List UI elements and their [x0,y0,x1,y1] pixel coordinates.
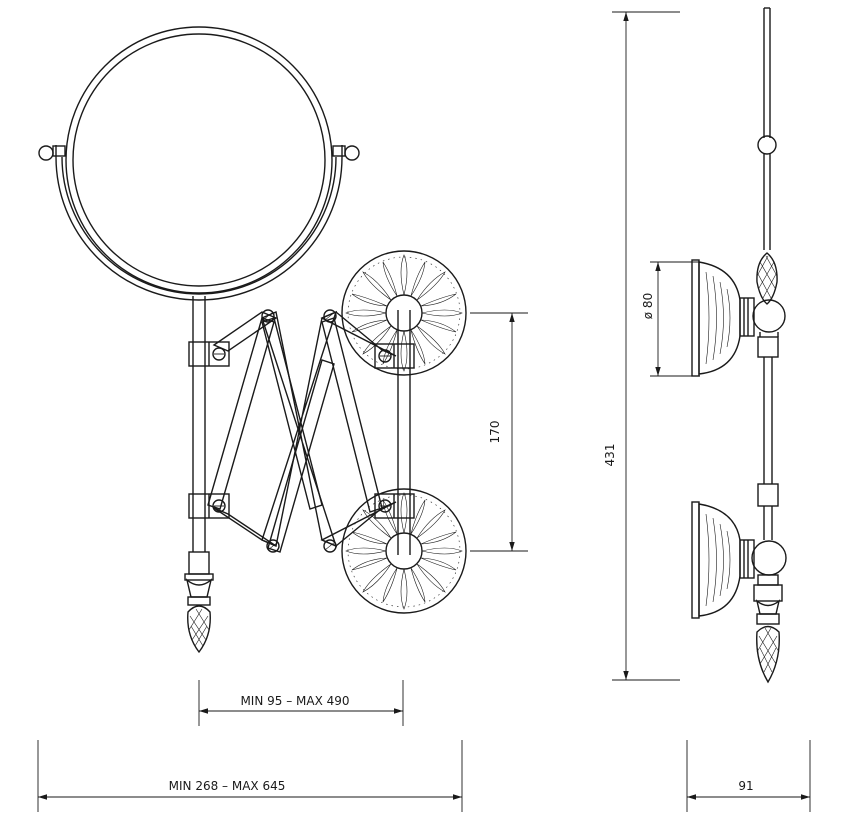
dimension-depth: 91 [686,740,811,812]
mirror-stem [184,296,214,654]
dimension-overall-height: 431 [603,11,680,681]
overall-height-label: 431 [603,444,617,467]
extension-inner-label: MIN 95 – MAX 490 [240,694,349,708]
plate-spacing-label: 170 [488,421,502,444]
round-mirror [38,26,360,301]
upper-wall-rosette [341,250,467,376]
dimension-extension-inner: MIN 95 – MAX 490 [198,680,404,726]
depth-label: 91 [738,779,753,793]
stem-clamps [188,341,230,519]
front-view [38,26,467,654]
wall-column [397,310,411,555]
scissor-arm [207,309,397,553]
dimension-plate-diameter: ø 80 [641,261,700,377]
plate-diameter-label: ø 80 [641,293,655,319]
dimension-extension-total: MIN 268 – MAX 645 [37,740,463,812]
side-view [691,7,787,684]
upper-wall-bracket [691,259,755,377]
lower-wall-bracket [691,501,755,619]
dimension-plate-spacing: 170 [470,312,528,552]
extension-total-label: MIN 268 – MAX 645 [169,779,286,793]
lower-wall-rosette [341,488,467,614]
column-clamps [374,343,415,519]
